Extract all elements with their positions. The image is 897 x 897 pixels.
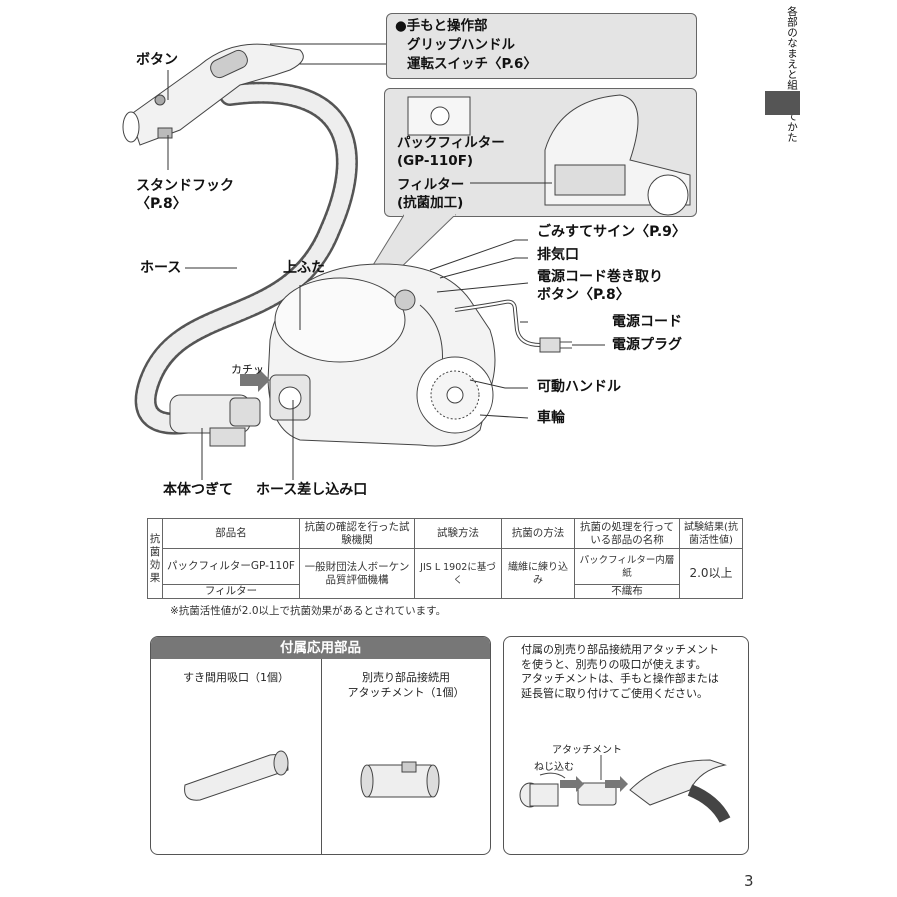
info-line-3: アタッチメントは、手もと操作部または xyxy=(521,672,719,685)
hose-inlet-label: ホース差し込み口 xyxy=(256,482,368,498)
table-test-method: JIS L 1902に基づく xyxy=(414,548,502,599)
attachment-info-box: 付属の別売り部品接続用アタッチメント を使うと、別売りの吸口が使えます。 アタッ… xyxy=(503,636,749,855)
table-antibac-method: 繊維に練り込み xyxy=(501,548,575,599)
section-tab-marker xyxy=(765,91,800,115)
table-row2-component: 不織布 xyxy=(574,584,680,599)
hand-grip xyxy=(122,43,304,146)
antibacterial-note: ※抗菌活性値が2.0以上で抗菌効果があるとされています。 xyxy=(170,605,447,617)
filter-label: フィルター xyxy=(397,177,465,193)
table-row1-part: パックフィルターGP-110F xyxy=(162,548,300,585)
hand-control-title: ●手もと操作部 xyxy=(395,18,488,34)
attachment-label-2: アタッチメント（1個） xyxy=(347,686,465,699)
cord-rewind-page: ボタン〈P.8〉 xyxy=(537,287,630,303)
power-plug-label: 電源プラグ xyxy=(612,337,682,353)
vacuum-body xyxy=(267,263,496,447)
table-header-component: 抗菌の処理を行っている部品の名称 xyxy=(574,518,680,549)
table-institution: 一般財団法人ボーケン品質評価機構 xyxy=(299,548,415,599)
button-label: ボタン xyxy=(136,52,178,68)
top-lid-label: 上ふた xyxy=(283,260,325,276)
dust-sign-label: ごみすてサイン〈P.9〉 xyxy=(537,224,686,240)
filter-note: (抗菌加工) xyxy=(397,195,464,211)
attachment-illustration xyxy=(360,761,440,798)
info-line-1: 付属の別売り部品接続用アタッチメント xyxy=(521,643,719,656)
run-switch-label: 運転スイッチ〈P.6〉 xyxy=(407,56,537,72)
cord-rewind-label: 電源コード巻き取り xyxy=(537,269,663,285)
antibacterial-table: 抗菌効果 部品名 抗菌の確認を行った試験機関 試験方法 抗菌の方法 抗菌の処理を… xyxy=(147,518,743,599)
power-cord-label: 電源コード xyxy=(612,314,682,330)
page-number: 3 xyxy=(744,872,754,890)
hose-label: ホース xyxy=(140,260,182,276)
attachment-assembly-illustration xyxy=(519,755,731,823)
accessories-title: 付属応用部品 xyxy=(151,637,490,659)
table-header-antibac-method: 抗菌の方法 xyxy=(501,518,575,549)
power-cord xyxy=(454,299,572,353)
exhaust-label: 排気口 xyxy=(537,247,579,263)
table-header-institution: 抗菌の確認を行った試験機関 xyxy=(299,518,415,549)
stand-hook-label: スタンドフック xyxy=(136,178,234,194)
accessories-box: 付属応用部品 すき間用吸口（1個） 別売り部品接続用 アタッチメント（1個） xyxy=(150,636,491,855)
pack-filter-label: パックフィルター xyxy=(397,135,505,151)
attachment-callout-label: アタッチメント xyxy=(552,745,622,756)
open-vacuum-sketch xyxy=(470,94,691,216)
hose-joint xyxy=(169,394,261,447)
pack-filter-model: (GP-110F) xyxy=(397,153,474,169)
info-line-2: を使うと、別売りの吸口が使えます。 xyxy=(521,657,707,671)
crevice-nozzle-label: すき間用吸口（1個） xyxy=(183,671,289,684)
table-header-test-method: 試験方法 xyxy=(414,518,502,549)
grip-handle-label: グリップハンドル xyxy=(407,37,515,53)
crevice-nozzle-illustration xyxy=(184,750,289,801)
table-header-result: 試験結果(抗菌活性値) xyxy=(679,518,743,549)
body-joint-label: 本体つぎて xyxy=(163,482,233,498)
click-arrow xyxy=(240,368,270,392)
attachment-label-1: 別売り部品接続用 xyxy=(362,671,450,684)
table-header-part: 部品名 xyxy=(162,518,300,549)
screw-in-label: ねじ込む xyxy=(534,762,574,773)
movable-handle-label: 可動ハンドル xyxy=(537,379,621,395)
hand-control-callout: ●手もと操作部 グリップハンドル 運転スイッチ〈P.6〉 xyxy=(386,13,697,79)
wheel-label: 車輪 xyxy=(537,410,565,426)
pack-filter-icon xyxy=(407,96,471,136)
stand-hook-page: 〈P.8〉 xyxy=(136,196,187,212)
info-text: 付属の別売り部品接続用アタッチメント を使うと、別売りの吸口が使えます。 アタッ… xyxy=(521,643,746,701)
info-line-4: 延長管に取り付けてご使用ください。 xyxy=(521,686,708,700)
click-label: カチッ xyxy=(231,363,264,376)
table-row1-component: パックフィルター内層紙 xyxy=(574,548,680,585)
table-side-label: 抗菌効果 xyxy=(147,518,163,599)
table-result: 2.0以上 xyxy=(679,548,743,599)
accessories-divider xyxy=(321,659,322,854)
table-row2-part: フィルター xyxy=(162,584,300,599)
